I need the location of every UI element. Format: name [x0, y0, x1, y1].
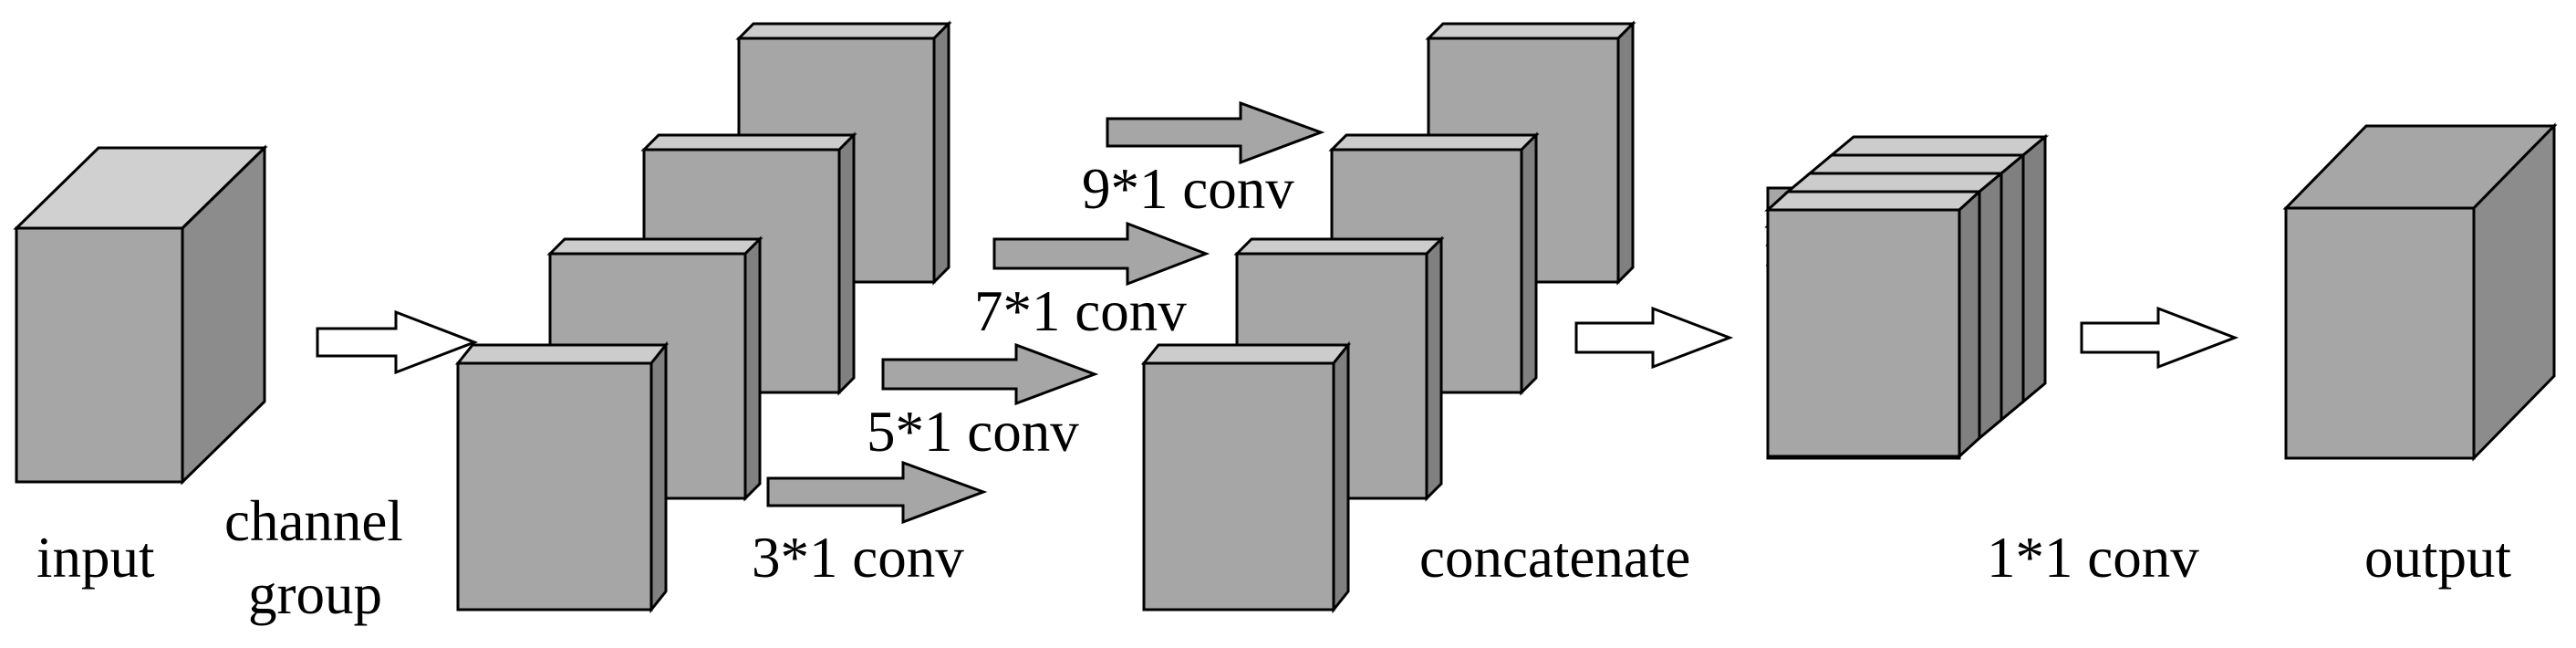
input-cube-front — [15, 226, 184, 484]
label-conv5: 5*1 conv — [867, 400, 1079, 464]
right-hollow-arrow-icon — [1574, 306, 1734, 370]
output-cube-front — [2284, 206, 2476, 460]
output-cube — [2282, 122, 2558, 462]
channel-group-blocks — [454, 20, 952, 614]
label-conv7: 7*1 conv — [974, 279, 1187, 343]
conv7-arrow-icon — [992, 221, 1210, 287]
conv-output-block-1 — [1140, 340, 1352, 614]
input-cube — [13, 144, 268, 486]
right-hollow-arrow-icon — [316, 309, 479, 375]
conv-output-blocks — [1140, 20, 1636, 614]
label-concatenate: concatenate — [1419, 526, 1690, 590]
stack-front-top — [1764, 190, 1983, 212]
concatenated-stack — [1764, 133, 2050, 461]
conv9-arrow-icon — [1106, 100, 1325, 165]
label-output: output — [2364, 526, 2512, 590]
stack-front — [1766, 208, 1961, 458]
conv5-arrow-icon — [881, 342, 1099, 406]
label-input: input — [36, 526, 155, 590]
right-hollow-arrow-icon — [2080, 306, 2239, 370]
label-conv3: 3*1 conv — [752, 526, 964, 590]
label-conv1x1: 1*1 conv — [1987, 526, 2199, 590]
conv3-arrow-icon — [766, 460, 988, 525]
label-conv9: 9*1 conv — [1082, 157, 1294, 221]
label-channel-group-line2: group — [248, 562, 382, 626]
channel-block-1 — [454, 340, 670, 614]
label-channel-group-line1: channel — [224, 489, 403, 553]
